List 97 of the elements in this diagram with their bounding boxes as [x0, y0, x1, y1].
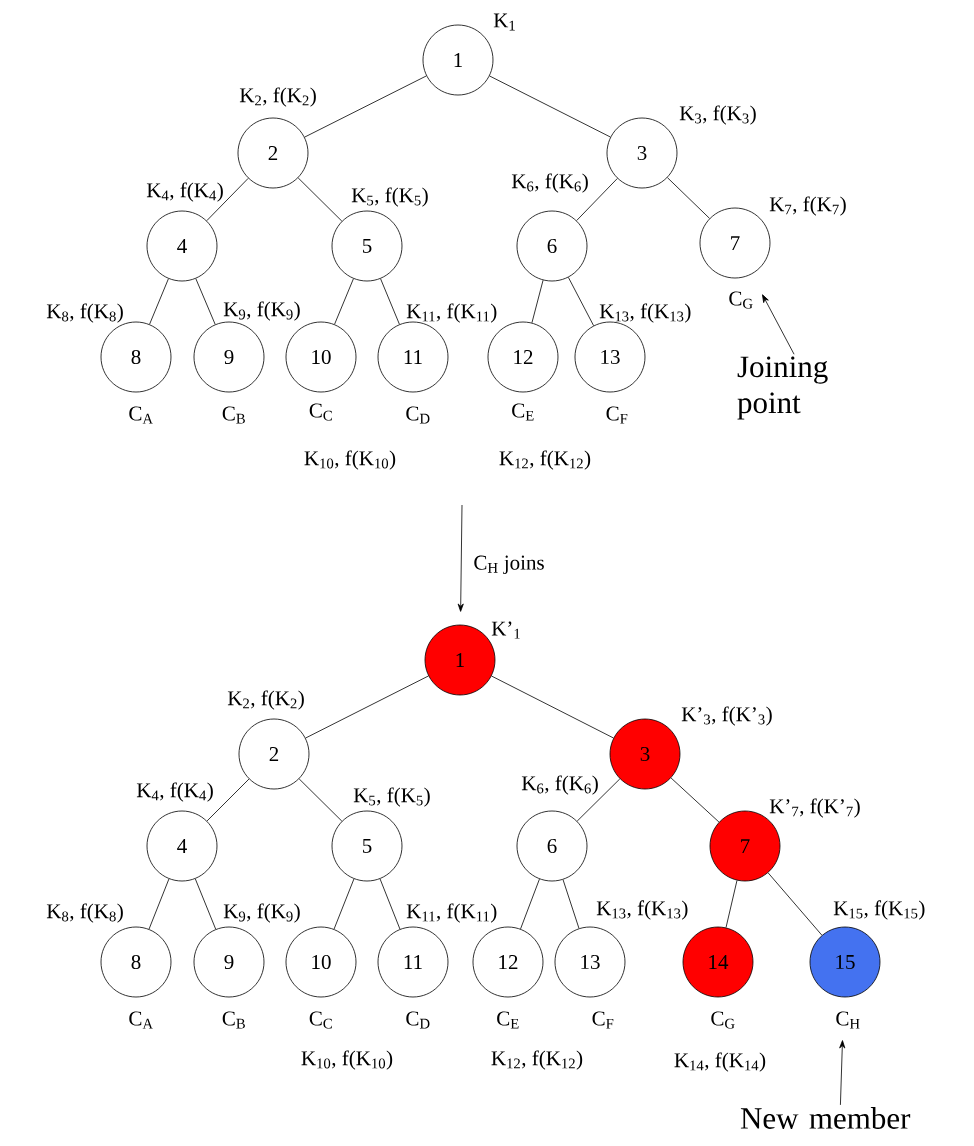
key-label: K’$_{3}$, f(K’$_{3}$) [681, 706, 772, 726]
tree-node: 6 [516, 810, 588, 882]
member-label: C$_{F}$ [592, 1011, 614, 1029]
member-label: C$_{D}$ [406, 406, 430, 424]
member-label: C$_{B}$ [222, 406, 245, 424]
key-label: K$_{13}$, f(K$_{13}$) [599, 303, 691, 323]
member-label: C$_{G}$ [729, 291, 753, 309]
key-label: K$_{6}$, f(K$_{6}$) [511, 173, 588, 193]
tree-branch [670, 777, 720, 823]
key-label: K$_{12}$, f(K$_{12}$) [491, 1050, 583, 1070]
key-label: K$_{3}$, f(K$_{3}$) [679, 105, 756, 125]
tree-branch [576, 178, 618, 221]
callout-text: New member [740, 1107, 911, 1129]
member-label: C$_{C}$ [309, 1011, 332, 1029]
key-label: K$_{9}$, f(K$_{9}$) [223, 301, 300, 321]
tree-branch [305, 675, 429, 739]
tree-node: 11 [377, 321, 449, 393]
key-label: K$_{14}$, f(K$_{14}$) [674, 1052, 766, 1072]
key-label: K$_{6}$, f(K$_{6}$) [521, 775, 598, 795]
key-label: K$_{4}$, f(K$_{4}$) [136, 782, 213, 802]
tree-node: 2 [238, 718, 310, 790]
key-label: K$_{8}$, f(K$_{8}$) [46, 903, 123, 923]
tree-node: 5 [331, 210, 403, 282]
tree-branch [767, 872, 823, 936]
tree-node: 12 [472, 926, 544, 998]
tree-branch [148, 878, 170, 930]
tree-branch [725, 880, 738, 928]
tree-node: 5 [331, 810, 403, 882]
tree-branch [194, 878, 217, 930]
tree-node: 9 [193, 321, 265, 393]
tree-branch [568, 277, 594, 327]
key-label: K$_{5}$, f(K$_{5}$) [351, 187, 428, 207]
tree-branch [334, 278, 354, 325]
key-label: K$_{4}$, f(K$_{4}$) [146, 182, 223, 202]
tree-branch [297, 177, 343, 222]
tree-branch [149, 278, 169, 325]
tree-branch [489, 75, 611, 138]
tree-branch [298, 778, 343, 822]
arrow [457, 504, 464, 612]
tree-node: 7 [699, 207, 771, 279]
key-label: K$_{11}$, f(K$_{11}$) [406, 903, 497, 923]
key-label: K$_{8}$, f(K$_{8}$) [46, 303, 123, 323]
tree-node: 13 [554, 926, 626, 998]
key-label: K$_{1}$ [493, 13, 515, 31]
member-label: C$_{E}$ [497, 1011, 519, 1029]
tree-branch [576, 778, 621, 822]
key-label: K$_{15}$, f(K$_{15}$) [833, 900, 925, 920]
key-label: K$_{13}$, f(K$_{13}$) [596, 900, 688, 920]
tree-node: 8 [100, 926, 172, 998]
tree-node: 4 [146, 210, 218, 282]
key-label: K$_{2}$, f(K$_{2}$) [227, 690, 304, 710]
tree-branch [491, 675, 614, 739]
tree-node: 11 [377, 926, 449, 998]
member-label: C$_{E}$ [512, 403, 534, 421]
tree-node: 6 [516, 210, 588, 282]
member-label: C$_{C}$ [309, 403, 332, 421]
member-label: C$_{F}$ [606, 406, 628, 424]
tree-node: 4 [146, 810, 218, 882]
member-label: C$_{G}$ [711, 1011, 735, 1029]
key-label: K$_{10}$, f(K$_{10}$) [301, 1050, 393, 1070]
tree-node: 3 [609, 718, 681, 790]
tree-branch [206, 177, 249, 222]
tree-node: 1 [422, 24, 494, 96]
tree-branch [380, 278, 400, 325]
tree-node: 9 [193, 926, 265, 998]
member-label: C$_{A}$ [129, 406, 153, 424]
tree-node: 13 [574, 321, 646, 393]
tree-branch [333, 878, 355, 930]
tree-branch [562, 879, 580, 929]
tree-node: 3 [606, 117, 678, 189]
arrow [839, 1040, 846, 1106]
member-label: C$_{H}$ [836, 1011, 860, 1029]
tree-branch [195, 278, 216, 325]
member-label: C$_{A}$ [129, 1011, 153, 1029]
tree-branch [667, 177, 710, 219]
callout-text: Joining point [737, 356, 828, 420]
tree-branch [379, 878, 401, 930]
tree-branch [206, 778, 250, 822]
tree-branch [520, 878, 540, 930]
tree-node: 10 [285, 926, 357, 998]
tree-node: 2 [237, 117, 309, 189]
key-label: K$_{5}$, f(K$_{5}$) [353, 787, 430, 807]
key-label: K$_{11}$, f(K$_{11}$) [406, 303, 497, 323]
key-label: K$_{2}$, f(K$_{2}$) [239, 87, 316, 107]
edge-label: C$_{H}$ joins [474, 555, 544, 574]
tree-node: 15 [809, 926, 881, 998]
tree-branch [531, 279, 544, 324]
key-label: K$_{10}$, f(K$_{10}$) [304, 450, 396, 470]
tree-node: 10 [285, 321, 357, 393]
arrow [762, 294, 795, 355]
key-label: K$_{7}$, f(K$_{7}$) [769, 196, 846, 216]
member-label: C$_{B}$ [222, 1011, 245, 1029]
tree-branch [304, 75, 427, 138]
key-label: K$_{12}$, f(K$_{12}$) [499, 450, 591, 470]
tree-node: 14 [682, 926, 754, 998]
key-label: K$_{9}$, f(K$_{9}$) [223, 903, 300, 923]
member-label: C$_{D}$ [406, 1011, 430, 1029]
